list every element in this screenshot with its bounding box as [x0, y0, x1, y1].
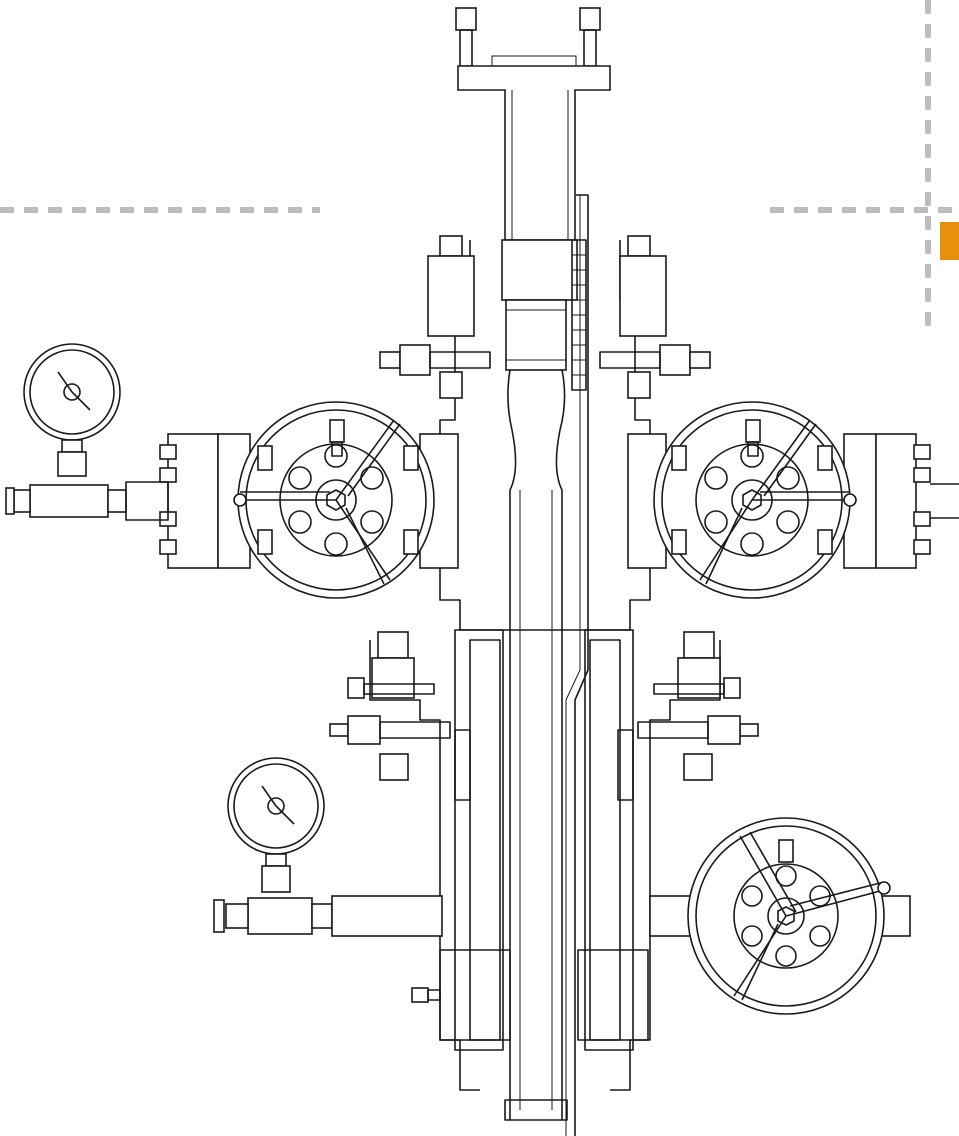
- left-upper-valve: [159, 401, 459, 599]
- left-lower-gauge: [213, 757, 443, 937]
- right-lower-valve: [649, 817, 911, 1015]
- accent-marker: [940, 222, 959, 260]
- right-upper-valve: [627, 401, 959, 599]
- upper-studs: [427, 235, 667, 399]
- upper-body: [439, 240, 651, 631]
- left-upper-gauge: [5, 343, 169, 521]
- upper-lock-screws: [379, 344, 711, 376]
- dashed-guides: [0, 0, 959, 330]
- control-line: [574, 194, 589, 1136]
- top-bolts: [455, 7, 601, 67]
- lower-spool: [329, 629, 759, 1091]
- main-column: [501, 239, 578, 1121]
